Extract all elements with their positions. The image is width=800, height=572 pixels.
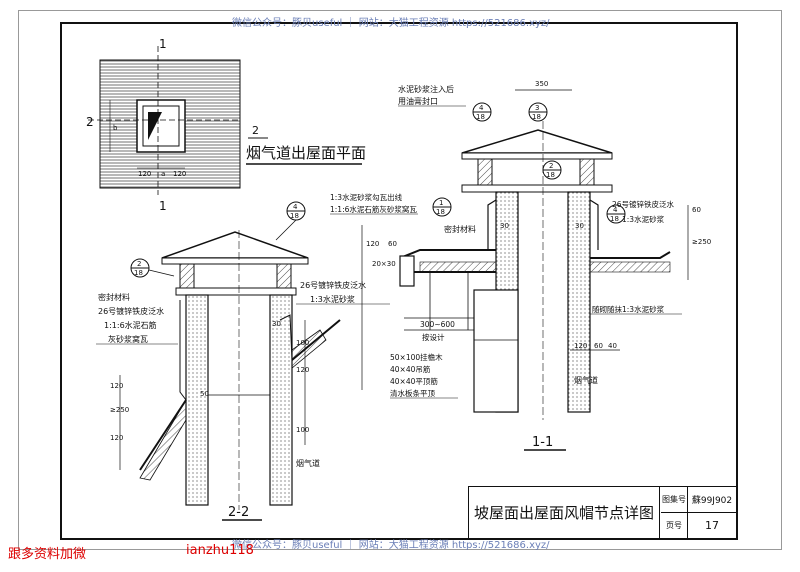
section-1-1-tag-4-18 <box>472 102 492 122</box>
s11-dim-60-c: 60 <box>594 342 603 350</box>
s22-dim-100: 100 <box>296 339 309 347</box>
section-2-2-flue-label: 烟气道 <box>296 458 320 468</box>
section-2-2-label: 2-2 <box>228 505 249 520</box>
tag-1-1-4-sheet: 18 <box>476 113 485 121</box>
watermark-top: 微信公众号：豚贝useful ｜ 网站：大猫工程资源 https://52168… <box>232 18 550 29</box>
sheet-outer-border <box>18 10 782 550</box>
plan-dim-a: a <box>161 170 165 178</box>
plan-section-mark-2: 2 <box>86 115 94 129</box>
section-2-2-right-mortar-note: 1:3水泥砂浆 <box>310 294 355 304</box>
s11-ridge-note-1: 1:3水泥砂浆勾瓦出线 <box>330 192 403 202</box>
s11-ridge-note-2: 1:1:6水泥石筋灰砂浆窝瓦 <box>330 204 417 214</box>
s11-dim-120-b: 120 <box>574 342 587 350</box>
section-2-2-mortar-note: 1:1:6水泥石筋 <box>104 320 157 330</box>
tag-1-1-2-sheet: 18 <box>546 171 555 179</box>
drawing-frame <box>60 22 738 540</box>
atlas-number-label: 图集号 <box>661 487 688 513</box>
page-number-label: 页号 <box>661 513 688 538</box>
watermark-bottom: 微信公众号：豚贝useful ｜ 网站：大猫工程资源 https://52168… <box>232 540 550 551</box>
s11-flashing-note: 26号镀锌铁皮泛水 <box>612 199 675 209</box>
s11-spacing: 300~600 <box>420 320 455 329</box>
s11-fill-note-2: 用油膏封口 <box>398 96 438 106</box>
s22-dim-120-c: 120 <box>296 366 309 374</box>
s22-dim-50: 50 <box>200 390 209 398</box>
tag-2-2-2-number: 2 <box>137 260 141 268</box>
s11-dim-60-b: 60 <box>692 206 701 214</box>
section-2-2-seal-note: 密封材料 <box>98 292 130 302</box>
s11-wood-note-3: 40×40平顶筋 <box>390 376 438 386</box>
s11-per-design: 按设计 <box>422 332 445 342</box>
tag-1-1-1-number: 1 <box>439 199 443 207</box>
section-1-1-tag-4-18-right <box>606 204 626 224</box>
s11-fill-note-1: 水泥砂浆注入后 <box>398 84 454 94</box>
footer-contact-id: ianzhu118 <box>186 543 254 558</box>
s22-dim-120-b: 120 <box>110 434 123 442</box>
plan-dim-120-left: 120 <box>138 170 151 178</box>
section-1-1-tag-2-18 <box>542 160 562 180</box>
tag-2-2-4-sheet: 18 <box>290 212 299 220</box>
s11-dim-350: 350 <box>535 80 548 88</box>
s11-flue-label: 烟气道 <box>574 375 598 385</box>
s11-dim-250: ≥250 <box>692 238 711 246</box>
atlas-number: 蘇99J902 <box>688 487 736 513</box>
s22-dim-250: ≥250 <box>110 406 129 414</box>
section-1-1-drawing <box>361 89 689 420</box>
plan-title-index: 2 <box>252 124 259 137</box>
footer-contact-label: 跟多资料加微 <box>8 547 87 562</box>
tag-2-2-4-number: 4 <box>293 203 298 211</box>
s11-seal-note: 密封材料 <box>444 224 476 234</box>
section-2-2-drawing <box>119 230 341 510</box>
tag-1-1-4r-sheet: 18 <box>610 215 619 223</box>
s11-plaster-note: 随砌随抹1:3水泥砂浆 <box>592 304 665 314</box>
section-1-1-label: 1-1 <box>532 435 553 450</box>
tag-1-1-3-sheet: 18 <box>532 113 541 121</box>
s22-dim-30: 30 <box>272 320 281 328</box>
s22-dim-100-b: 100 <box>296 426 309 434</box>
tag-1-1-4r-number: 4 <box>613 206 618 214</box>
s11-wood-note-4: 清水板条平顶 <box>390 388 435 398</box>
section-1-1-tag-1-18 <box>432 197 452 217</box>
section-2-2-tag-2-18 <box>130 258 175 278</box>
plan-dim-b: b <box>113 124 118 132</box>
plan-section-mark-1-top: 1 <box>159 37 167 51</box>
s11-dim-120: 120 <box>366 240 379 248</box>
s11-dim-20x30: 20×30 <box>372 260 396 268</box>
s11-dim-30: 30 <box>500 222 509 230</box>
drawing-title: 坡屋面出屋面风帽节点详图 <box>469 487 660 538</box>
plan-section-mark-1-bottom: 1 <box>159 199 167 213</box>
s22-dim-120-a: 120 <box>110 382 123 390</box>
s11-dim-40: 40 <box>608 342 617 350</box>
title-block: 坡屋面出屋面风帽节点详图 图集号 蘇99J902 页号 17 <box>468 486 738 540</box>
section-2-2-right-flashing-note: 26号镀锌铁皮泛水 <box>300 280 366 290</box>
tag-1-1-4-number: 4 <box>479 104 484 112</box>
s11-wood-note-1: 50×100挂檐木 <box>390 352 443 362</box>
tag-1-1-1-sheet: 18 <box>436 208 445 216</box>
s11-dim-30-b: 30 <box>575 222 584 230</box>
plan-title: 烟气道出屋面平面 <box>246 144 366 162</box>
s11-wood-note-2: 40×40吊筋 <box>390 364 431 374</box>
tag-2-2-2-sheet: 18 <box>134 269 143 277</box>
section-2-2-tile-note: 灰砂浆窝瓦 <box>108 334 148 344</box>
s11-mortar-note: 1:3水泥砂浆 <box>622 214 665 224</box>
tag-1-1-3-number: 3 <box>535 104 539 112</box>
s11-dim-60: 60 <box>388 240 397 248</box>
flue-plan <box>88 46 241 195</box>
plan-dim-120-right: 120 <box>173 170 186 178</box>
tag-1-1-2-number: 2 <box>549 162 553 170</box>
page-number: 17 <box>705 519 719 532</box>
section-2-2-flashing-note: 26号镀锌铁皮泛水 <box>98 306 164 316</box>
section-1-1-tag-3-18 <box>528 102 548 122</box>
section-2-2-tag-4-18 <box>275 201 306 241</box>
